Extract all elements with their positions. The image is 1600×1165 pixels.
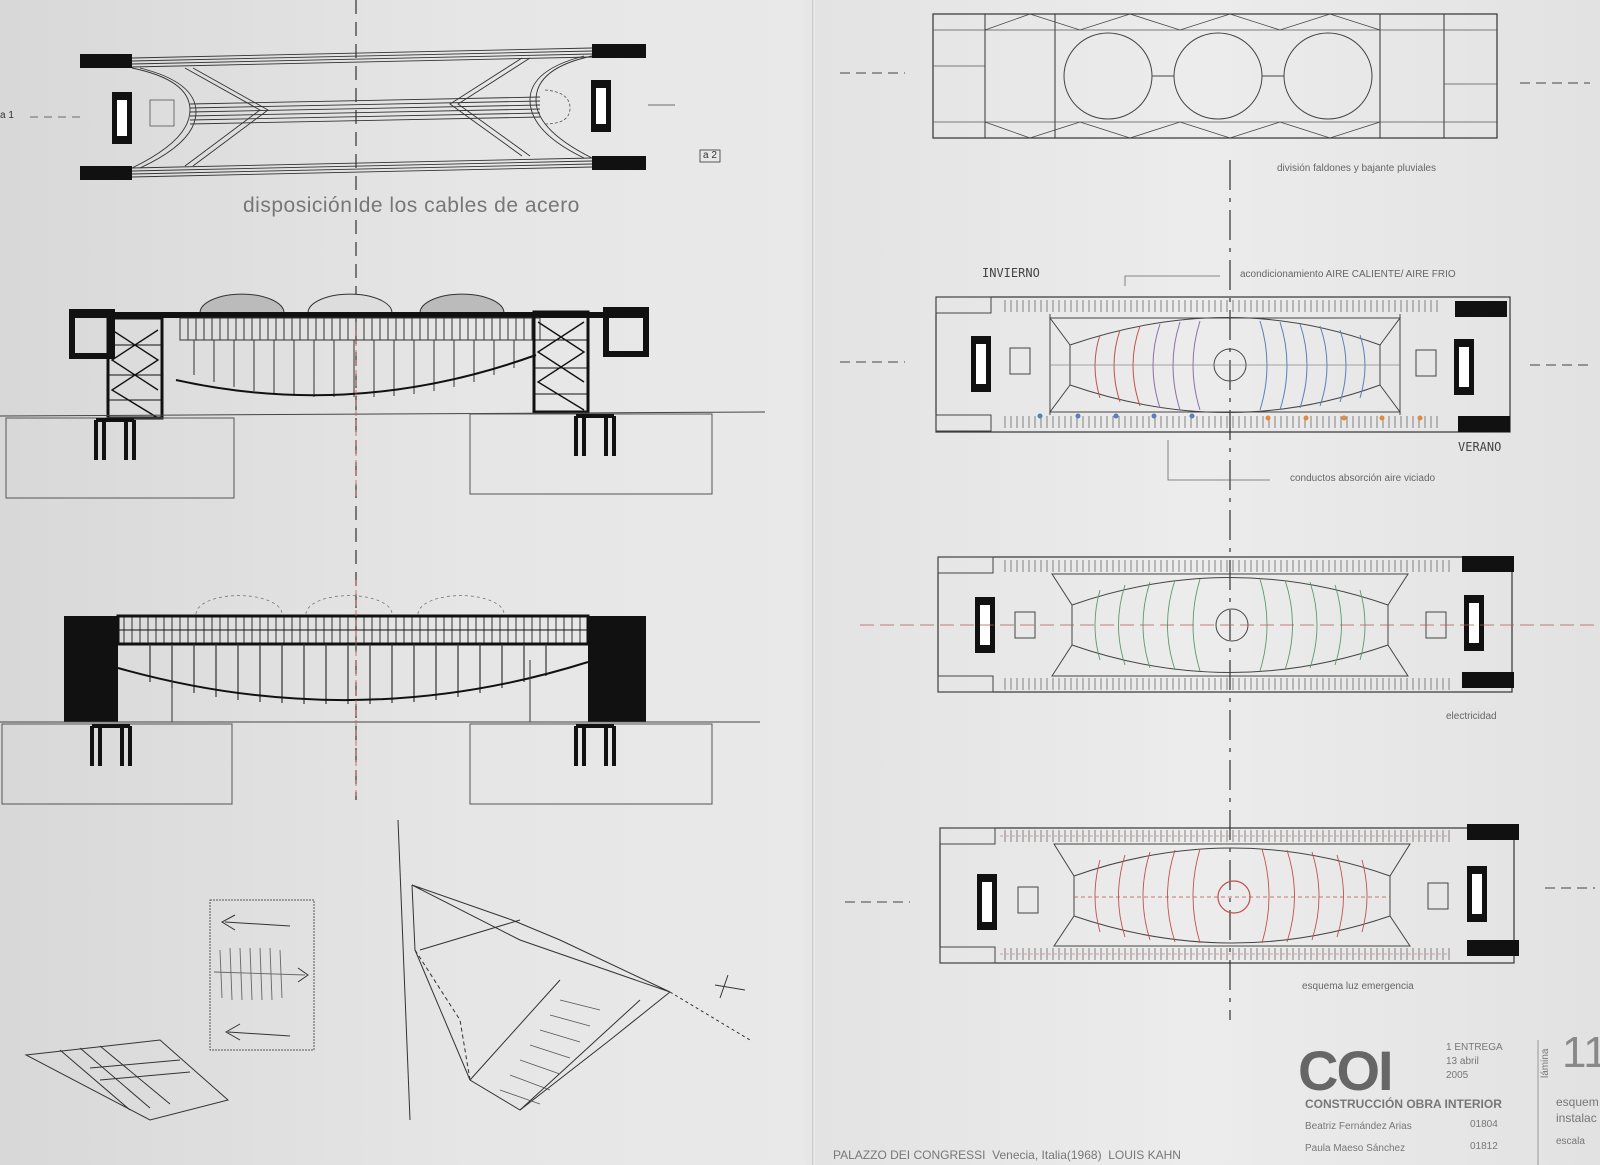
project-architect: LOUIS KAHN	[1108, 1148, 1181, 1162]
emergency-lighting-plan	[845, 824, 1595, 964]
section-marker-a1: a 1	[0, 110, 14, 121]
sheet-content-1: esquem	[1556, 1095, 1599, 1109]
student-name-2: Paula Maeso Sánchez	[1305, 1143, 1406, 1154]
sheet-word: lámina	[1540, 1048, 1551, 1078]
course-subject: CONSTRUCCIÓN OBRA INTERIOR	[1305, 1097, 1502, 1111]
exhaust-label: conductos absorción aire viciado	[1290, 473, 1436, 484]
electric-label: electricidad	[1446, 711, 1497, 722]
hvac-label: acondicionamiento AIRE CALIENTE/ AIRE FR…	[1240, 269, 1456, 280]
hvac-plan	[840, 275, 1590, 481]
course-code: COI	[1298, 1039, 1394, 1102]
roof-plan	[840, 13, 1590, 139]
student-id-1: 01804	[1470, 1119, 1498, 1130]
hand-sketches	[24, 819, 751, 1121]
student-name-1: Beatriz Fernández Arias	[1305, 1121, 1412, 1132]
delivery-line-2: 13 abril	[1446, 1056, 1479, 1067]
sheet-number: 11	[1562, 1028, 1600, 1077]
delivery-line-3: 2005	[1446, 1070, 1469, 1081]
electricity-plan	[860, 556, 1600, 693]
sheet-fold	[812, 0, 815, 1165]
student-id-2: 01812	[1470, 1141, 1498, 1152]
project-line: PALAZZO DEI CONGRESSI Venecia, Italia(19…	[833, 1148, 1181, 1162]
emergency-label: esquema luz emergencia	[1302, 981, 1414, 992]
section-elevation-2	[0, 580, 760, 805]
roof-label: división faldones y bajante pluviales	[1277, 163, 1436, 174]
sheet-content-2: instalac	[1556, 1111, 1597, 1125]
cable-layout-plan	[30, 44, 721, 180]
winter-note: INVIERNO	[982, 266, 1040, 280]
project-name: PALAZZO DEI CONGRESSI	[833, 1148, 986, 1162]
cables-label: disposición de los cables de acero	[243, 194, 580, 217]
section-marker-a2: a 2	[703, 150, 717, 161]
project-location: Venecia, Italia(1968)	[992, 1148, 1102, 1162]
summer-note: VERANO	[1458, 440, 1502, 454]
scale-word: escala	[1556, 1136, 1585, 1147]
section-elevation-1	[0, 293, 766, 500]
delivery-line-1: 1 ENTREGA	[1446, 1042, 1503, 1053]
